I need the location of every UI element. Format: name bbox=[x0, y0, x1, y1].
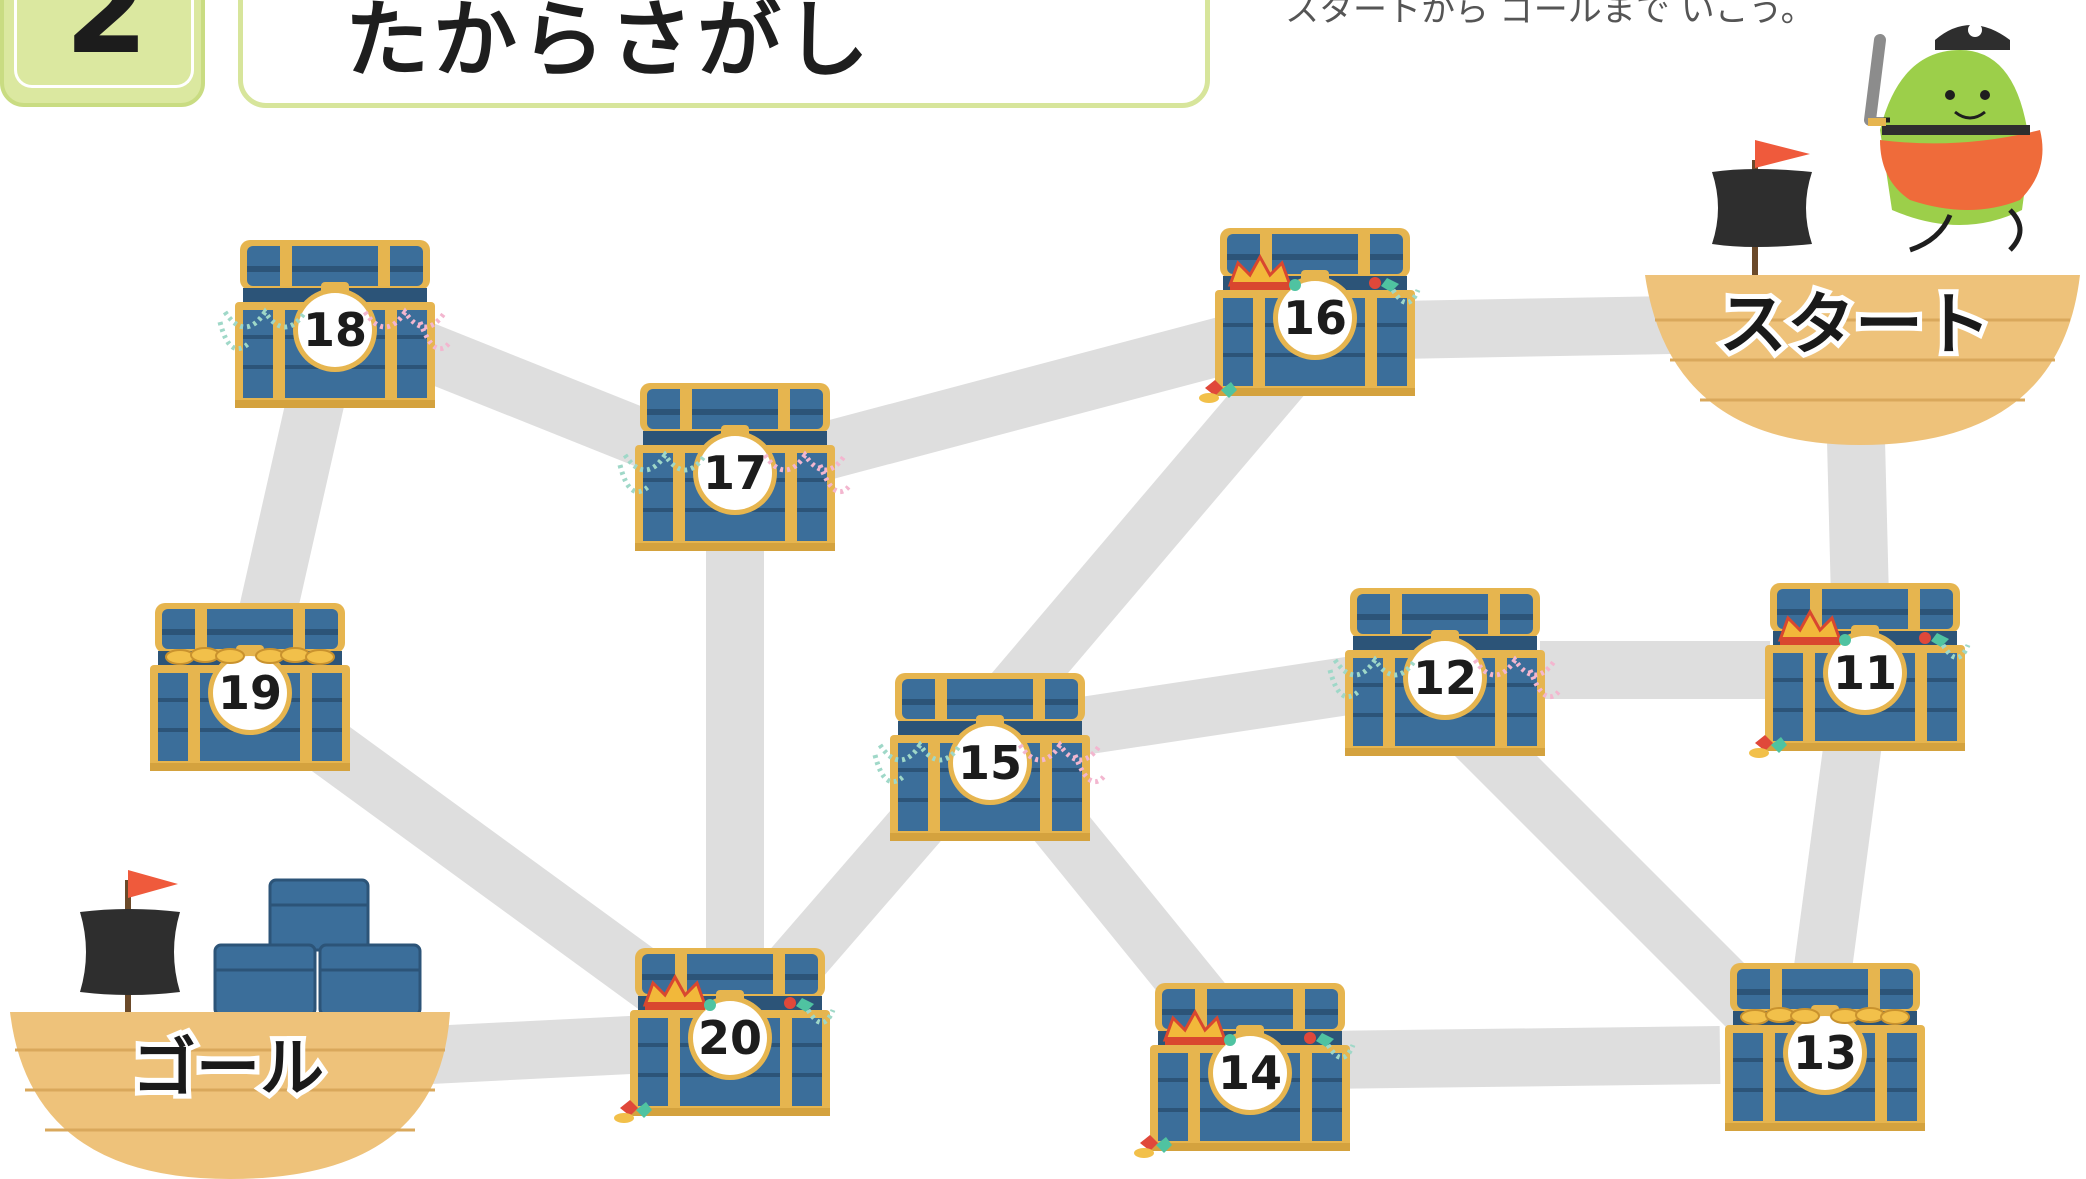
chest-number: 14 bbox=[1218, 1046, 1282, 1100]
path-14-13 bbox=[1319, 1026, 1721, 1089]
treasure-chest-11: 11 bbox=[1749, 581, 1968, 758]
path-16-start bbox=[1394, 296, 1671, 359]
chest-number: 17 bbox=[703, 446, 767, 500]
pirate-hat-icon bbox=[1935, 25, 2010, 50]
chest-number: 19 bbox=[218, 666, 282, 720]
page-title: たからさがし bbox=[345, 0, 874, 89]
treasure-chest-14: 14 bbox=[1134, 981, 1353, 1158]
gems-icon bbox=[1749, 735, 1787, 758]
goal-ship: ゴール bbox=[10, 870, 450, 1179]
start-sail-icon bbox=[1712, 169, 1812, 247]
treasure-chest-15: 15 bbox=[875, 671, 1105, 843]
chest-number: 11 bbox=[1833, 646, 1897, 700]
gems-icon bbox=[1134, 1135, 1172, 1158]
goal-sail-icon bbox=[80, 909, 180, 995]
treasure-chest-19: 19 bbox=[148, 601, 352, 773]
goal-label: ゴール bbox=[132, 1032, 324, 1106]
problem-number-badge: 2 bbox=[0, 0, 205, 107]
sword-icon bbox=[1864, 34, 1886, 126]
treasure-chest-17: 17 bbox=[620, 381, 850, 553]
chests-layer: 18 17 16 19 15 12 11 20 14 13 bbox=[148, 226, 1968, 1158]
start-label: スタート bbox=[1719, 286, 1991, 365]
chest-number: 15 bbox=[958, 736, 1022, 790]
treasure-chest-13: 13 bbox=[1723, 961, 1927, 1133]
treasure-chest-16: 16 bbox=[1199, 226, 1418, 403]
goal-treasure-pile-icon bbox=[213, 878, 422, 1017]
goal-flag-icon bbox=[128, 870, 178, 898]
chest-number: 16 bbox=[1283, 291, 1347, 345]
treasure-chest-20: 20 bbox=[614, 946, 833, 1123]
start-ship: スタート bbox=[1645, 140, 2080, 445]
chest-number: 13 bbox=[1793, 1026, 1857, 1080]
chest-number: 12 bbox=[1413, 651, 1477, 705]
pirate-character bbox=[1864, 23, 2043, 253]
treasure-chest-12: 12 bbox=[1330, 586, 1560, 758]
start-flag-icon bbox=[1755, 140, 1810, 168]
problem-number-badge-frame bbox=[14, 0, 194, 88]
treasure-chest-18: 18 bbox=[220, 238, 450, 410]
title-box bbox=[238, 0, 1210, 108]
gems-icon bbox=[614, 1100, 652, 1123]
chest-number: 18 bbox=[303, 303, 367, 357]
chest-number: 20 bbox=[698, 1011, 762, 1065]
problem-number: 2 bbox=[64, 0, 149, 81]
instructions-text: スタートから ゴールまで いこう。 bbox=[1285, 0, 1815, 30]
